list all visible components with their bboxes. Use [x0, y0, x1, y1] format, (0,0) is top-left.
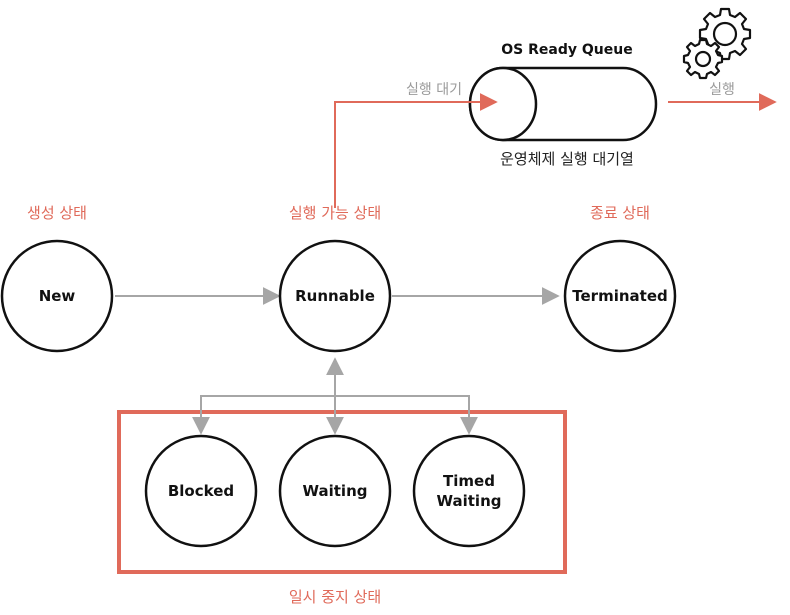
state-terminated-label: Terminated — [572, 287, 667, 305]
state-new-label: New — [39, 287, 76, 305]
queue-enter-label: 실행 대기 — [406, 82, 462, 98]
state-blocked-label: Blocked — [168, 482, 234, 500]
queue-exit-label: 실행 — [709, 82, 735, 98]
state-terminated: Terminated — [563, 239, 677, 353]
state-runnable-label: Runnable — [295, 287, 375, 305]
caption-suspended-state: 일시 중지 상태 — [289, 588, 381, 606]
state-timed-waiting: Timed Waiting — [412, 434, 526, 548]
caption-created-state: 생성 상태 — [27, 204, 87, 222]
state-runnable: Runnable — [278, 239, 392, 353]
suspended-states-box — [117, 410, 567, 574]
state-timed-waiting-label-line1: Timed — [443, 472, 495, 490]
state-blocked: Blocked — [144, 434, 258, 548]
gears-icon — [682, 7, 752, 80]
arrow-runnable-to-queue — [334, 93, 498, 208]
state-timed-waiting-label-line2: Waiting — [436, 492, 501, 510]
arrows-runnable-to-suspended — [192, 357, 478, 435]
ready-queue-caption: 운영체제 실행 대기열 — [500, 150, 634, 168]
state-waiting: Waiting — [278, 434, 392, 548]
ready-queue-title: OS Ready Queue — [501, 42, 632, 58]
caption-terminated-state: 종료 상태 — [590, 204, 650, 222]
ready-queue-cylinder — [468, 66, 658, 142]
state-new: New — [0, 239, 114, 353]
caption-runnable-state: 실행 가능 상태 — [289, 204, 381, 222]
state-waiting-label: Waiting — [302, 482, 367, 500]
